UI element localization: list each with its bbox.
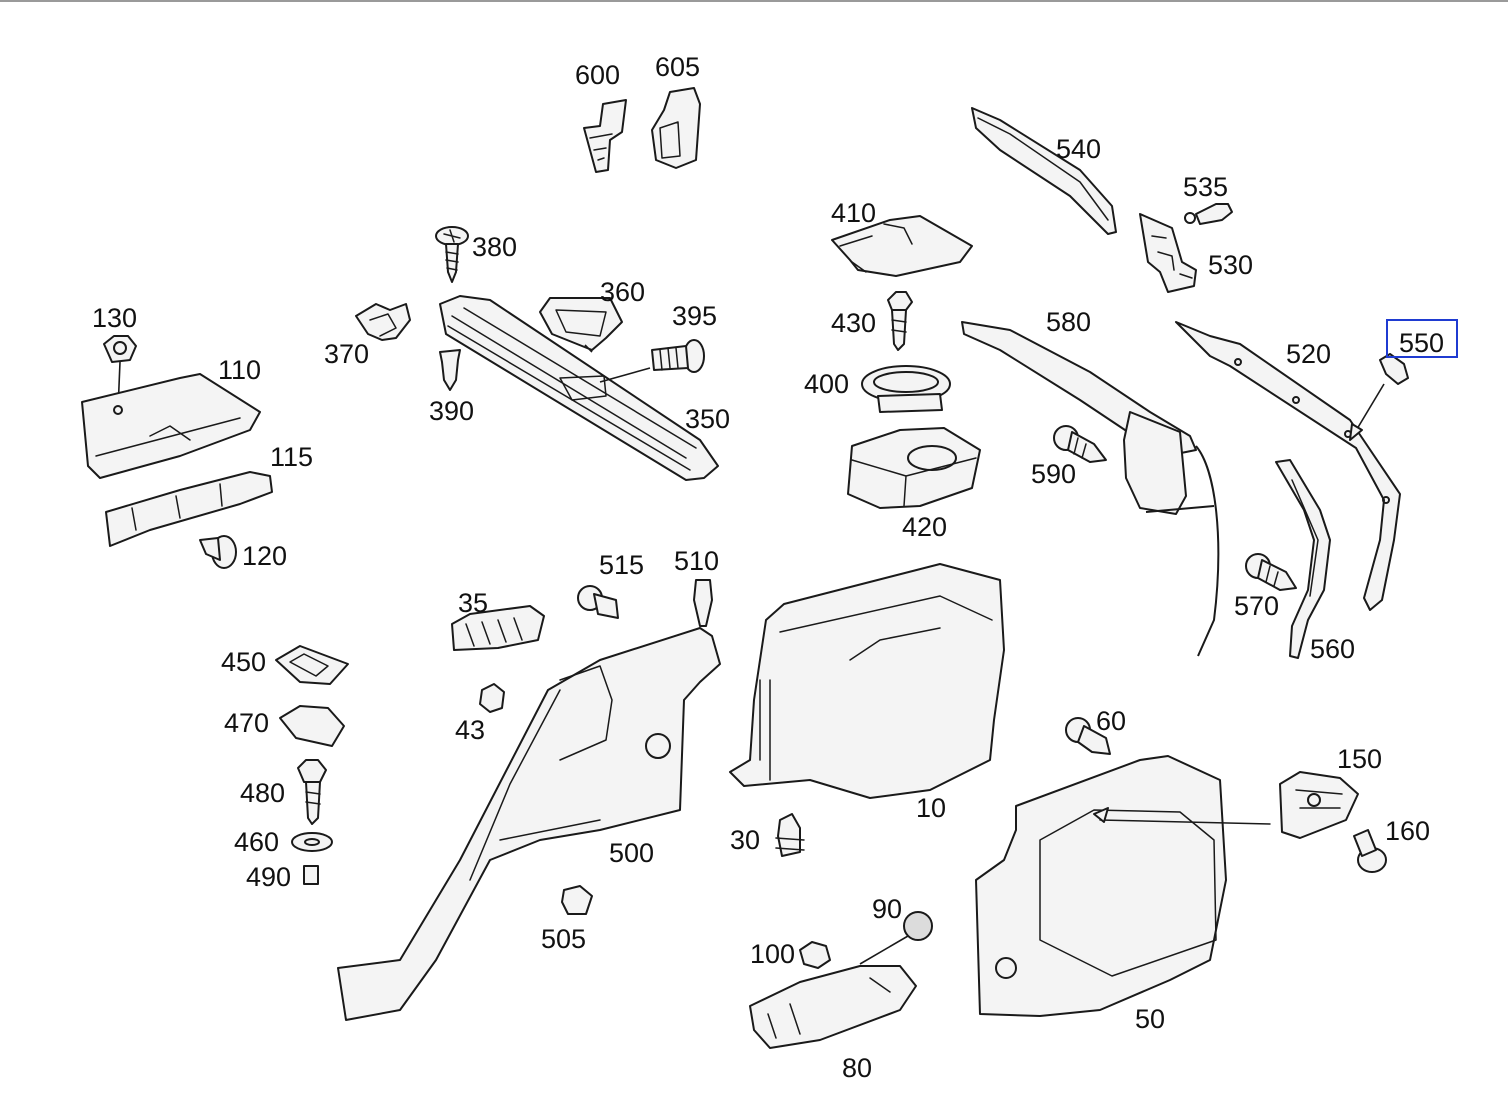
part-400-ring[interactable] xyxy=(861,365,951,413)
arrowhead-550 xyxy=(1349,423,1363,441)
part-600-bracket[interactable] xyxy=(583,99,627,173)
leader-90 xyxy=(859,935,909,965)
callout-550[interactable]: 550 xyxy=(1399,328,1444,358)
callout-580: 580 xyxy=(1046,307,1091,337)
part-535-pin[interactable] xyxy=(1184,203,1233,225)
callout-515: 515 xyxy=(599,550,644,580)
callout-540: 540 xyxy=(1056,134,1101,164)
part-530-bracket[interactable] xyxy=(1139,213,1197,293)
part-570-screw[interactable] xyxy=(1245,553,1297,591)
callout-520: 520 xyxy=(1286,339,1331,369)
callout-590: 590 xyxy=(1031,459,1076,489)
part-160-screw[interactable] xyxy=(1353,829,1387,873)
part-120-screw[interactable] xyxy=(199,535,237,569)
callout-120: 120 xyxy=(242,541,287,571)
callout-160: 160 xyxy=(1385,816,1430,846)
part-450-cap[interactable] xyxy=(275,645,349,685)
callout-490: 490 xyxy=(246,862,291,892)
part-480-screw[interactable] xyxy=(297,759,327,825)
callout-360: 360 xyxy=(600,277,645,307)
callout-535: 535 xyxy=(1183,172,1228,202)
callout-80: 80 xyxy=(842,1053,872,1083)
callout-100: 100 xyxy=(750,939,795,969)
callout-90: 90 xyxy=(872,894,902,924)
callout-150: 150 xyxy=(1337,744,1382,774)
callout-30: 30 xyxy=(730,825,760,855)
part-490-sleeve[interactable] xyxy=(303,865,319,885)
callout-390: 390 xyxy=(429,396,474,426)
part-43-nut[interactable] xyxy=(479,683,505,713)
part-505-clip[interactable] xyxy=(561,885,593,915)
part-515-screw[interactable] xyxy=(577,585,619,619)
part-115-rail[interactable] xyxy=(105,471,273,547)
part-30-pin[interactable] xyxy=(775,813,805,857)
callout-35: 35 xyxy=(458,588,488,618)
part-580-rail-cable[interactable] xyxy=(961,321,1220,657)
part-470-cover[interactable] xyxy=(279,705,345,747)
callout-370: 370 xyxy=(324,339,369,369)
part-370-clip[interactable] xyxy=(355,303,411,341)
part-590-screw[interactable] xyxy=(1053,425,1107,463)
callout-350: 350 xyxy=(685,404,730,434)
callout-430: 430 xyxy=(831,308,876,338)
part-420-housing[interactable] xyxy=(847,427,981,509)
part-540-rail[interactable] xyxy=(971,107,1117,235)
callout-130: 130 xyxy=(92,303,137,333)
part-60-screw[interactable] xyxy=(1065,717,1111,755)
callout-115: 115 xyxy=(270,442,313,472)
part-35-latch[interactable] xyxy=(451,605,545,651)
part-510-pin[interactable] xyxy=(693,579,713,627)
callout-420: 420 xyxy=(902,512,947,542)
callout-10: 10 xyxy=(916,793,946,823)
callout-410: 410 xyxy=(831,198,876,228)
callout-560: 560 xyxy=(1310,634,1355,664)
part-100-nut[interactable] xyxy=(799,941,831,969)
arrowhead-50 xyxy=(1093,807,1109,823)
part-50-housing[interactable] xyxy=(975,755,1271,1017)
leader-360 xyxy=(584,344,593,353)
part-395-screw[interactable] xyxy=(651,339,705,373)
part-90-nut[interactable] xyxy=(903,911,933,941)
callout-530: 530 xyxy=(1208,250,1253,280)
callout-500: 500 xyxy=(609,838,654,868)
callout-400: 400 xyxy=(804,369,849,399)
part-460-washer[interactable] xyxy=(291,832,333,852)
callout-570: 570 xyxy=(1234,591,1279,621)
callout-605: 605 xyxy=(655,52,700,82)
part-410-cover[interactable] xyxy=(831,215,973,277)
leader-550-arrow xyxy=(1353,383,1385,435)
part-360-cover-plate[interactable] xyxy=(539,297,623,351)
callout-505: 505 xyxy=(541,924,586,954)
callout-60: 60 xyxy=(1096,706,1126,736)
leader-395 xyxy=(599,367,651,383)
callout-550-highlight xyxy=(1386,319,1458,358)
part-110-panel[interactable] xyxy=(81,373,261,479)
callout-380: 380 xyxy=(472,232,517,262)
callout-480: 480 xyxy=(240,778,285,808)
part-350-sill-panel[interactable] xyxy=(439,295,719,481)
part-390-clip[interactable] xyxy=(439,349,461,391)
callout-395: 395 xyxy=(672,301,717,331)
part-430-screw[interactable] xyxy=(887,291,913,351)
part-605-cover[interactable] xyxy=(651,87,701,169)
part-550-clip[interactable] xyxy=(1379,353,1409,385)
part-520-trim[interactable] xyxy=(1175,321,1401,611)
top-border xyxy=(0,0,1508,2)
part-80-bracket[interactable] xyxy=(749,965,917,1049)
callout-50: 50 xyxy=(1135,1004,1165,1034)
callout-600: 600 xyxy=(575,60,620,90)
part-150-latch[interactable] xyxy=(1279,771,1359,839)
part-560-trim-strip[interactable] xyxy=(1275,459,1331,659)
callout-110: 110 xyxy=(218,355,261,385)
callout-510: 510 xyxy=(674,546,719,576)
part-500-side-trim[interactable] xyxy=(337,627,721,1021)
callout-450: 450 xyxy=(221,647,266,677)
part-380-screw[interactable] xyxy=(435,226,469,283)
callout-470: 470 xyxy=(224,708,269,738)
part-130-nut[interactable] xyxy=(103,335,137,363)
part-10-large-trim[interactable] xyxy=(729,563,1005,799)
callout-460: 460 xyxy=(234,827,279,857)
callout-43: 43 xyxy=(455,715,485,745)
